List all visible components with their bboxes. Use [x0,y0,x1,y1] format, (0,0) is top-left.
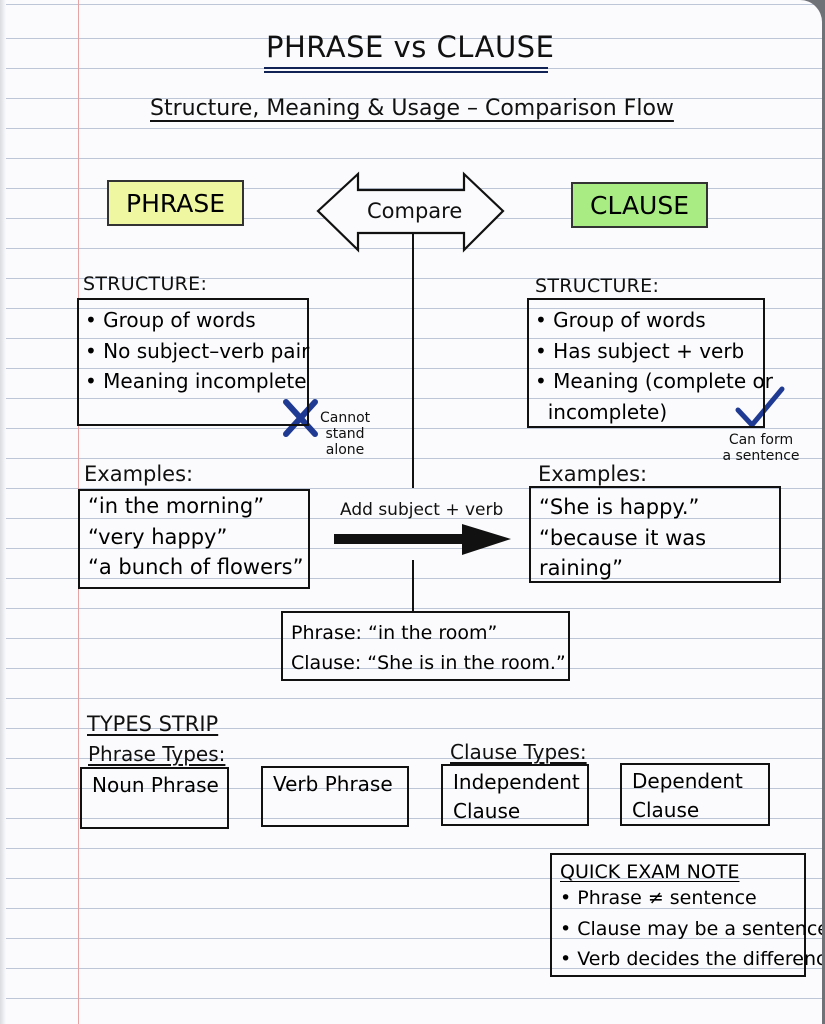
double-arrow-icon [316,171,505,253]
list-item: “in the morning” [88,494,265,518]
compare-label: Compare [367,199,463,223]
note-line: a sentence [722,448,800,464]
clause-examples-box: “She is happy.” “because it was raining” [529,486,781,583]
comparison-phrase-line: Phrase: “in the room” [291,622,498,644]
clause-structure-list: • Group of words • Has subject + verb • … [529,300,773,427]
list-item: “She is happy.” [539,495,700,519]
cross-icon [283,399,318,437]
independent-clause-line: Clause [453,799,521,823]
phrase-examples-box: “in the morning” “very happy” “a bunch o… [78,489,310,589]
list-item: “because it was raining” [539,525,707,581]
types-strip-label: TYPES STRIP [87,712,219,736]
note-line: Cannot [320,410,371,426]
right-arrow-icon [334,524,511,555]
page-title: PHRASE vs CLAUSE [266,30,555,64]
noun-phrase-box: Noun Phrase [80,767,229,829]
independent-clause-line: Independent [453,770,580,794]
phrase-structure-label: STRUCTURE: [83,273,208,295]
cannot-stand-alone-note: Cannot stand alone [320,410,370,458]
clause-examples-list: “She is happy.” “because it was raining” [531,488,779,584]
note-line: Can form [728,432,794,448]
verb-phrase-text: Verb Phrase [273,772,393,796]
clause-structure-label: STRUCTURE: [535,275,660,297]
dependent-clause-line: Dependent [632,769,743,793]
list-item: • Group of words [85,308,256,332]
comparison-clause-line: Clause: “She is in the room.” [291,652,566,674]
page-binding [0,0,6,1024]
note-line: alone [325,442,365,458]
dependent-clause-line: Clause [632,798,700,822]
list-item: • Meaning (complete or [535,369,773,393]
clause-structure-box: • Group of words • Has subject + verb • … [527,298,773,428]
phrase-examples-list: “in the morning” “very happy” “a bunch o… [80,491,308,583]
check-icon [735,386,785,428]
phrase-examples-label: Examples: [84,462,194,486]
list-item: • Verb decides the difference [560,948,822,970]
quick-exam-note-list: • Phrase ≠ sentence • Clause may be a se… [552,883,822,975]
phrase-types-label: Phrase Types: [88,742,226,766]
verb-phrase-box: Verb Phrase [261,766,409,827]
list-item: “a bunch of flowers” [88,555,304,579]
page-subtitle: Structure, Meaning & Usage – Comparison … [150,96,674,121]
title-underline [264,67,548,69]
clause-heading-text: CLAUSE [589,190,690,220]
clause-examples-label: Examples: [538,462,648,486]
can-form-sentence-note: Can form a sentence [715,432,807,464]
list-item: • Has subject + verb [535,338,745,363]
independent-clause-box: Independent Clause [441,764,589,826]
quick-exam-note-title: QUICK EXAM NOTE [560,861,740,883]
list-item: incomplete) [535,399,668,424]
noun-phrase-text: Noun Phrase [92,773,219,797]
comparison-example-box: Phrase: “in the room” Clause: “She is in… [281,611,570,681]
note-line: stand [325,426,365,442]
clause-heading: CLAUSE [571,182,708,228]
list-item: • Clause may be a sentence [560,917,822,940]
list-item: • No subject–verb pair [85,338,310,363]
title-underline-double [264,71,548,73]
phrase-heading-text: PHRASE [126,188,225,218]
list-item: • Group of words [535,308,706,332]
phrase-structure-box: • Group of words • No subject–verb pair … [77,298,309,426]
transform-label: Add subject + verb [340,500,504,520]
list-item: • Phrase ≠ sentence [560,887,757,909]
dependent-clause-box: Dependent Clause [620,763,770,826]
phrase-structure-list: • Group of words • No subject–verb pair … [79,300,310,397]
quick-exam-note-box: QUICK EXAM NOTE • Phrase ≠ sentence • Cl… [550,853,822,977]
list-item: • Meaning incomplete [85,369,307,393]
list-item: “very happy” [88,524,228,549]
phrase-heading: PHRASE [107,180,244,226]
clause-types-label: Clause Types: [450,740,587,764]
